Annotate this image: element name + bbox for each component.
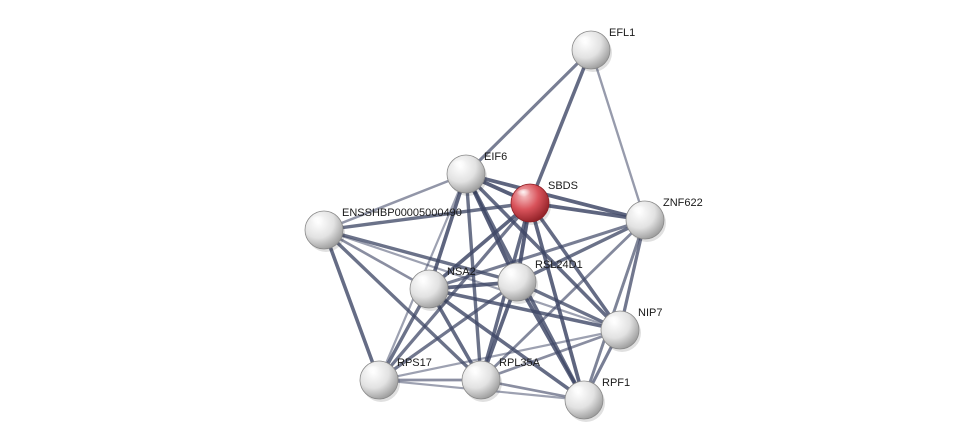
node-efl1[interactable] <box>571 30 612 72</box>
node-ball[interactable] <box>359 360 399 400</box>
node-highlight <box>516 189 534 201</box>
node-eif6[interactable] <box>446 154 487 196</box>
edge-sbds-ensshbp00005000490 <box>322 201 532 232</box>
node-label-efl1: EFL1 <box>609 27 635 39</box>
edge-ensshbp00005000490-rsl24d1 <box>322 228 519 284</box>
edge-layer <box>322 48 647 402</box>
node-ball[interactable] <box>304 210 344 250</box>
query-node-ball[interactable] <box>510 183 550 223</box>
node-ball[interactable] <box>625 200 665 240</box>
node-ball[interactable] <box>446 154 486 194</box>
node-label-rpf1: RPF1 <box>602 377 630 389</box>
node-ball[interactable] <box>461 360 501 400</box>
node-highlight <box>310 216 328 228</box>
node-sbds[interactable] <box>510 183 551 225</box>
node-nip7[interactable] <box>600 310 641 352</box>
edge-efl1-eif6 <box>464 48 593 176</box>
edge-ensshbp00005000490-nip7 <box>322 228 622 332</box>
edge-sbds-nsa2 <box>427 201 532 291</box>
node-highlight <box>503 268 521 280</box>
edge-ensshbp00005000490-rpl35a <box>322 228 483 382</box>
node-highlight <box>452 160 470 172</box>
node-ball[interactable] <box>600 310 640 350</box>
node-label-sbds: SBDS <box>548 180 578 192</box>
edge-efl1-sbds <box>528 48 593 205</box>
edge-sbds-rps17 <box>377 201 532 382</box>
edge-eif6-znf622 <box>464 172 647 222</box>
node-highlight <box>606 316 624 328</box>
node-rpf1[interactable] <box>564 380 605 422</box>
node-nsa2[interactable] <box>409 269 450 311</box>
node-label-rps17: RPS17 <box>397 357 432 369</box>
node-ball[interactable] <box>409 269 449 309</box>
edge-eif6-ensshbp00005000490 <box>322 172 468 232</box>
node-highlight <box>631 206 649 218</box>
node-layer <box>304 30 666 422</box>
node-label-rpl35a: RPL35A <box>499 357 541 369</box>
node-label-rsl24d1: RSL24D1 <box>535 259 583 271</box>
edge-nip7-rpl35a <box>479 328 622 382</box>
node-highlight <box>577 36 595 48</box>
edge-znf622-rpf1 <box>582 218 647 402</box>
edge-efl1-znf622 <box>589 48 647 222</box>
node-ensshbp00005000490[interactable] <box>304 210 345 252</box>
node-highlight <box>415 275 433 287</box>
edge-rsl24d1-rpf1 <box>515 280 586 402</box>
edge-znf622-rsl24d1 <box>515 218 647 284</box>
edge-ensshbp00005000490-nsa2 <box>322 228 431 291</box>
node-rpl35a[interactable] <box>461 360 502 402</box>
edge-nip7-rps17 <box>377 328 622 382</box>
node-label-nsa2: NSA2 <box>447 266 476 278</box>
edge-rsl24d1-rps17 <box>377 280 519 382</box>
node-ball[interactable] <box>497 262 537 302</box>
edge-eif6-rpl35a <box>464 172 483 382</box>
node-label-eif6: EIF6 <box>484 151 507 163</box>
edge-sbds-nip7 <box>528 201 622 332</box>
edge-nsa2-nip7 <box>427 287 622 332</box>
edge-eif6-nsa2 <box>427 172 468 291</box>
node-rps17[interactable] <box>359 360 400 402</box>
node-highlight <box>570 386 588 398</box>
node-highlight <box>365 366 383 378</box>
node-highlight <box>467 366 485 378</box>
node-label-znf622: ZNF622 <box>663 197 703 209</box>
edge-ensshbp00005000490-rps17 <box>322 228 381 382</box>
node-ball[interactable] <box>564 380 604 420</box>
node-label-nip7: NIP7 <box>638 307 662 319</box>
node-label-ensshbp00005000490: ENSSHBP00005000490 <box>342 207 462 219</box>
node-znf622[interactable] <box>625 200 666 242</box>
node-rsl24d1[interactable] <box>497 262 538 304</box>
edge-nsa2-rpf1 <box>427 287 586 402</box>
node-ball[interactable] <box>571 30 611 70</box>
